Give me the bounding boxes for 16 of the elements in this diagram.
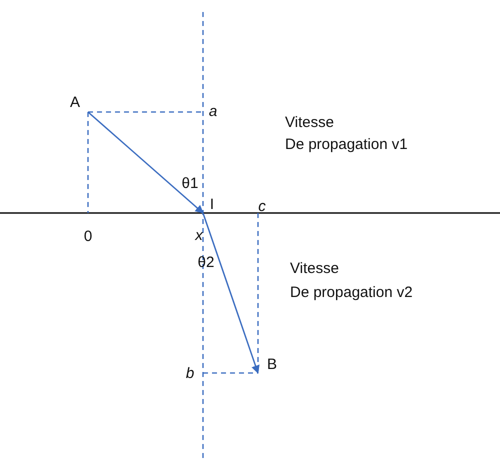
medium-label: De propagation v2	[290, 284, 413, 302]
ray-arrow	[202, 212, 260, 374]
point-label: x	[195, 227, 203, 245]
point-label: 0	[84, 228, 92, 246]
point-label: θ2	[198, 254, 214, 272]
medium-label: Vitesse	[290, 260, 339, 278]
point-label: c	[258, 198, 266, 216]
point-label: θ1	[182, 175, 198, 193]
point-label: B	[267, 356, 277, 374]
point-label: I	[210, 196, 214, 214]
medium-label: Vitesse	[285, 114, 334, 132]
point-label: a	[208, 103, 218, 121]
medium-label: De propagation v1	[285, 136, 408, 154]
point-label: A	[70, 94, 80, 112]
ray-arrow	[88, 111, 204, 214]
point-label: b	[186, 365, 194, 383]
